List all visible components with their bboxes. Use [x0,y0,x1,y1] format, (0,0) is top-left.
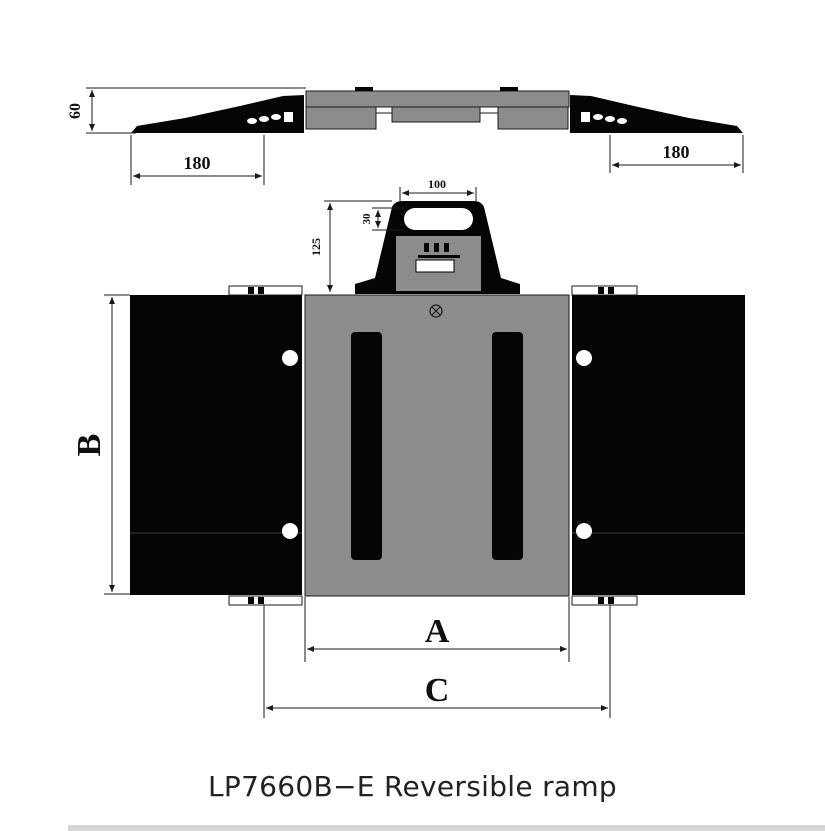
dim-label-handle-height: 125 [309,238,323,256]
side-view-lower-block-mid [391,106,481,123]
side-view-right-ramp [570,95,743,133]
side-view-lower-block-right [497,106,569,130]
side-view-lower-block-left [305,106,377,130]
right-ramp [572,295,745,595]
side-view: 60 180 180 [67,87,744,185]
right-ramp-bolt-hole-top [576,350,592,366]
left-ramp-bolt-hole-bottom [282,523,298,539]
center-plate-slot-left [351,332,382,560]
handle-grip-hole [404,208,473,230]
dim-label-width-a: A [425,613,450,650]
center-plate [304,294,570,597]
hinge-clips [228,285,638,606]
dim-label-handle-width: 100 [428,177,446,191]
right-ramp-bolt-hole-bottom [576,523,592,539]
center-plate-screw [429,304,443,318]
dim-label-right-ramp-length: 180 [663,142,690,162]
top-view: 100 30 125 [71,177,745,718]
center-plate-slot-right [492,332,523,560]
left-ramp [130,295,302,595]
side-view-left-ramp-holes [247,112,293,124]
dim-label-width-c: C [425,672,450,709]
side-view-right-ramp-holes [581,112,627,124]
dim-label-length-b: B [71,434,108,457]
dim-label-ramp-height: 60 [67,103,84,119]
dim-label-handle-hole: 30 [361,213,373,225]
side-view-center-plate [305,90,570,108]
left-ramp-bolt-hole-top [282,350,298,366]
dim-label-left-ramp-length: 180 [184,153,211,173]
bottom-divider-bar [68,825,825,831]
diagram-caption: LP7660B−E Reversible ramp [207,770,617,803]
side-view-left-ramp [131,95,304,133]
